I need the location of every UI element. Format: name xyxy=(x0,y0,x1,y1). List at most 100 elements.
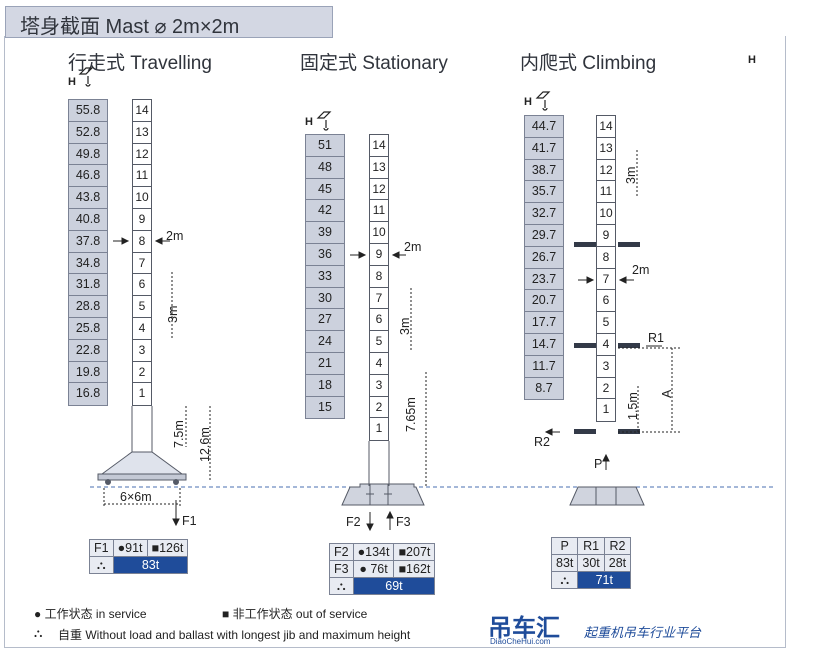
mast-section-cell: 12 xyxy=(133,144,151,166)
height-cell: 31.8 xyxy=(69,274,107,297)
mast-section-cell: 4 xyxy=(597,334,615,356)
height-cell: 24 xyxy=(306,331,344,353)
climbing-dim-a: A xyxy=(660,389,674,398)
travelling-dim-base: 7.5m xyxy=(172,420,186,448)
climbing-foundation xyxy=(569,486,645,506)
mast-section-cell: 14 xyxy=(597,116,615,138)
height-cell: 16.8 xyxy=(75,386,101,401)
height-cell: 43.8 xyxy=(69,187,107,209)
travelling-base xyxy=(97,406,187,506)
height-cell: 8.7 xyxy=(535,380,553,395)
height-cell: 37.8 xyxy=(69,231,107,253)
mast-section-cell: 7 xyxy=(133,253,151,275)
stationary-table-row2-in: ● 76t xyxy=(352,560,395,578)
mast-section-cell: 9 xyxy=(133,209,151,231)
mast-section-cell: 6 xyxy=(370,309,388,332)
stationary-dim-width: 2m xyxy=(404,240,422,254)
mast-section-cell: 5 xyxy=(370,331,388,353)
corner-h-label: H xyxy=(748,54,756,66)
mast-section-cell: 1 xyxy=(602,402,610,417)
climbing-table-value-r1: 30t xyxy=(577,554,605,572)
legend-out-service: ■ 非工作状态 out of service xyxy=(222,607,368,621)
height-cell: 39 xyxy=(306,222,344,244)
hook-icon-travelling xyxy=(78,67,94,87)
climbing-dim-collar: 1.5m xyxy=(626,392,640,420)
climbing-dim-section: 3m xyxy=(624,166,638,184)
height-cell: 32.7 xyxy=(525,203,563,225)
mast-section-cell: 9 xyxy=(370,244,388,266)
height-cell: 11.7 xyxy=(525,356,563,378)
page-title: 塔身截面 Mast ⌀ 2m×2m xyxy=(20,16,240,38)
travelling-table-self-weight: 83t xyxy=(112,556,189,574)
mast-section-cell: 8 xyxy=(133,231,151,253)
hook-icon-climbing xyxy=(535,91,551,111)
self-weight-icon: ⛬ xyxy=(34,626,43,640)
mast-section-cell: 5 xyxy=(133,296,151,318)
hook-icon-stationary xyxy=(316,111,332,131)
stationary-table-self-weight: 69t xyxy=(352,577,436,595)
stationary-dim-base: 7.65m xyxy=(404,397,418,432)
stationary-dim-section: 3m xyxy=(398,317,412,335)
mast-section-cell: 10 xyxy=(133,187,151,209)
height-cell: 46.8 xyxy=(69,165,107,188)
height-cell: 45 xyxy=(306,179,344,201)
mast-section-cell: 14 xyxy=(133,100,151,122)
mast-section-cell: 12 xyxy=(597,160,615,182)
self-weight-icon: ⛬ xyxy=(89,556,114,574)
mast-section-cell: 8 xyxy=(597,247,615,269)
mast-section-cell: 13 xyxy=(597,138,615,160)
height-cell: 28.8 xyxy=(69,296,107,318)
stationary-foundation xyxy=(341,441,425,506)
climbing-force-p: P xyxy=(594,457,603,471)
legend-self-weight: 自重 Without load and ballast with longest… xyxy=(58,628,411,642)
climbing-load-table: P R1 R2 83t 30t 28t ⛬ 71t xyxy=(550,537,632,589)
mast-section-cell: 1 xyxy=(138,386,146,401)
height-cell: 41.7 xyxy=(525,138,563,160)
climbing-h-label: H xyxy=(524,96,532,108)
stationary-table-row1-in: ●134t xyxy=(352,543,395,561)
mast-section-cell: 5 xyxy=(597,312,615,334)
mast-section-cell: 11 xyxy=(597,181,615,204)
stationary-table-row2-out: ■162t xyxy=(393,560,436,578)
height-cell: 14.7 xyxy=(525,334,563,356)
mast-section-cell: 4 xyxy=(370,353,388,375)
stationary-title: 固定式 Stationary xyxy=(300,53,448,74)
height-cell: 38.7 xyxy=(525,160,563,182)
self-weight-icon: ⛬ xyxy=(329,577,354,595)
mast-section-cell: 11 xyxy=(370,200,388,223)
mast-section-cell: 3 xyxy=(133,340,151,362)
climbing-dim-width: 2m xyxy=(632,263,650,277)
climbing-table-self-weight: 71t xyxy=(577,571,632,589)
height-cell: 26.7 xyxy=(525,247,563,269)
mast-section-cell: 13 xyxy=(133,122,151,144)
height-cell: 35.7 xyxy=(525,181,563,204)
travelling-force-f1: F1 xyxy=(182,514,197,528)
travelling-h-label: H xyxy=(68,76,76,88)
mast-section-cell: 8 xyxy=(370,266,388,288)
height-cell: 25.8 xyxy=(69,318,107,340)
climbing-table-value-r2: 28t xyxy=(603,554,632,572)
height-cell: 21 xyxy=(306,353,344,375)
climbing-title: 内爬式 Climbing xyxy=(520,53,657,74)
height-cell: 34.8 xyxy=(69,253,107,275)
self-weight-icon: ⛬ xyxy=(550,571,579,589)
height-cell: 48 xyxy=(306,157,344,179)
travelling-table-in-service: ●91t xyxy=(112,539,148,557)
height-cell: 23.7 xyxy=(525,269,563,291)
travelling-table-label: F1 xyxy=(89,539,114,557)
climbing-reaction-r1: R1 xyxy=(648,331,664,345)
height-cell: 29.7 xyxy=(525,225,563,247)
stationary-load-table: F2 ●134t ■207t F3 ● 76t ■162t ⛬ 69t xyxy=(329,543,436,595)
travelling-table-out-service: ■126t xyxy=(146,539,189,557)
height-cell: 52.8 xyxy=(69,122,107,144)
stationary-h-label: H xyxy=(305,116,313,128)
mast-section-cell: 4 xyxy=(133,318,151,340)
mast-section-cell: 2 xyxy=(133,362,151,384)
mast-section-cell: 6 xyxy=(133,274,151,297)
